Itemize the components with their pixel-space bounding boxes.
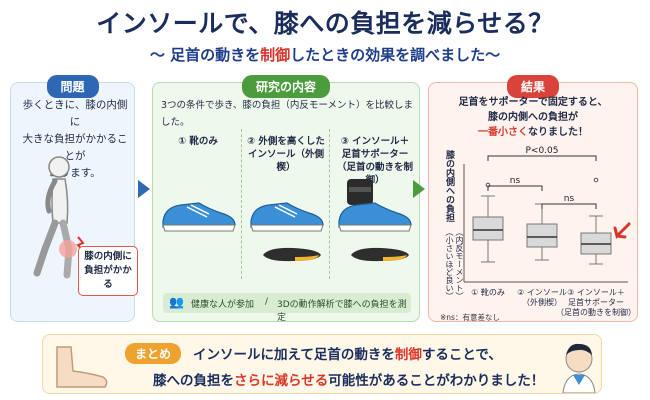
x-tick-label-line: （足首の動きを制御） <box>556 308 636 317</box>
x-tick-label: ③ インソール＋足首サポーター（足首の動きを制御） <box>556 288 636 318</box>
x-tick-label-line: ③ インソール＋ <box>567 288 625 297</box>
knee-label-line: 負担がかかる <box>84 265 132 290</box>
significance-bracket <box>487 155 597 161</box>
x-tick-label: ② インソール（外側楔） <box>514 288 570 308</box>
summary-tag: まとめ <box>125 343 182 364</box>
page-title: インソールで、膝への負担を減らせる？ <box>96 9 554 38</box>
condition-3-line: ③ インソール＋ <box>340 136 410 147</box>
person-torso <box>51 178 69 224</box>
chart-ylabel-sub: （内反モーメント） <box>455 228 464 300</box>
box-iqr <box>526 223 558 248</box>
significance-label: ns <box>564 194 575 204</box>
person-leg-back <box>33 219 59 277</box>
outlier-point <box>593 177 599 183</box>
shoe-with-ankle-brace-icon <box>338 179 412 232</box>
condition-3-line: 足首サポーター <box>341 149 409 160</box>
note-analysis: 3Dの動作解析で膝への負担を測定 <box>277 300 407 323</box>
condition-divider <box>241 129 242 279</box>
condition-2-line: インソール（外側楔） <box>247 149 324 173</box>
summary-text: することで、 <box>421 347 502 363</box>
results-line-highlight: 一番小さくなりました！ <box>433 125 633 140</box>
summary-highlight: 制御 <box>394 347 422 363</box>
note-participants: 健康な人が参加 <box>191 300 255 310</box>
page-subtitle: 〜 足首の動きを制御したときの効果を調べました〜 <box>0 44 650 65</box>
subtitle-highlight: 制御 <box>260 46 291 64</box>
summary-text: 可能性があることがわかりました！ <box>328 373 545 389</box>
note-separator: / <box>265 297 269 307</box>
problem-line: 歩くときに、膝の内側に <box>22 99 128 128</box>
condition-2-line: ② 外側を高くした <box>247 136 325 147</box>
boxplot-chart: ns ns P<0.05 <box>463 146 631 283</box>
shoe-icon <box>250 202 324 232</box>
subtitle-part2: したときの効果を調べました〜 <box>290 46 501 64</box>
chart-footnote: ※ns：有意差なし <box>440 313 500 322</box>
condition-3-label: ③ インソール＋ 足首サポーター （足首の動きを制御） <box>331 135 419 187</box>
box-iqr <box>472 216 504 241</box>
summary-text: インソールに加えて足首の動きを <box>193 347 395 363</box>
results-text: 足首をサポーターで固定すると、 膝の内側への負担が 一番小さくなりました！ <box>433 95 633 140</box>
x-tick-label-line: ② インソール <box>517 288 567 297</box>
condition-divider <box>329 129 330 279</box>
significance-label: ns <box>510 176 521 186</box>
method-heading: 研究の内容 <box>241 75 331 98</box>
method-description: 3つの条件で歩き、膝の負担（内反モーメント）を比較しました。 <box>161 100 413 128</box>
foot-icon <box>56 346 108 388</box>
results-line: 足首をサポーターで固定すると、 <box>458 97 608 108</box>
summary-panel: まとめ インソールに加えて足首の動きを制御することで、 膝への負担をさらに減らせ… <box>42 334 602 394</box>
method-panel: 研究の内容 3つの条件で歩き、膝の負担（内反モーメント）を比較しました。 ① 靴… <box>152 75 420 323</box>
summary-line-2: 膝への負担をさらに減らせる可能性があることがわかりました！ <box>153 369 544 389</box>
condition-1-label: ① 靴のみ <box>157 135 239 148</box>
condition-1-line: ① 靴のみ <box>178 136 218 147</box>
insole-icon <box>263 247 321 262</box>
problem-heading: 問題 <box>46 75 99 98</box>
arrow-right-icon <box>413 180 425 198</box>
chart-ylabel-note: （小さいほど良い） <box>445 228 454 300</box>
x-tick-label: ① 靴のみ <box>460 288 516 298</box>
results-line: 膝の内側への負担が <box>488 112 578 123</box>
condition-2-label: ② 外側を高くした インソール（外側楔） <box>245 135 327 174</box>
results-after-highlight: なりました！ <box>528 127 588 138</box>
significance-label: P<0.05 <box>525 146 558 156</box>
person-arm <box>45 178 58 214</box>
arrow-right-icon <box>138 180 150 198</box>
person-head <box>48 156 70 178</box>
chart-ylabel: 膝の内側への負担 <box>444 150 454 222</box>
summary-highlight: さらに減らせる <box>234 373 329 389</box>
problem-line: 大きな負担がかかることが <box>22 133 128 162</box>
doctor-avatar-icon <box>562 343 596 393</box>
significance-bracket <box>487 185 543 191</box>
x-tick-label-line: （外側楔） <box>522 298 562 307</box>
summary-line-1: インソールに加えて足首の動きを制御することで、 <box>193 343 502 363</box>
x-tick-label-line: ① 靴のみ <box>471 288 505 297</box>
highlight-arrow-icon <box>613 222 631 239</box>
shoe-icon <box>162 202 236 232</box>
insole-icon <box>351 247 409 262</box>
knee-highlight <box>59 240 77 258</box>
method-note: 👥 健康な人が参加 / 3Dの動作解析で膝への負担を測定 <box>163 293 411 323</box>
x-tick-label-line: 足首サポーター <box>568 298 624 307</box>
subtitle-part1: 〜 足首の動きを <box>149 46 261 64</box>
knee-label-line: 膝の内側に <box>84 251 132 262</box>
knee-label: 膝の内側に 負担がかかる <box>78 246 138 296</box>
people-icon: 👥 <box>169 295 184 309</box>
summary-text: 膝への負担を <box>153 373 234 389</box>
results-heading: 結果 <box>506 75 560 98</box>
significance-bracket <box>541 203 597 209</box>
condition-3-line: （足首の動きを制御） <box>336 162 413 186</box>
walking-person-illustration <box>33 156 86 279</box>
results-highlight: 一番小さく <box>478 127 528 138</box>
